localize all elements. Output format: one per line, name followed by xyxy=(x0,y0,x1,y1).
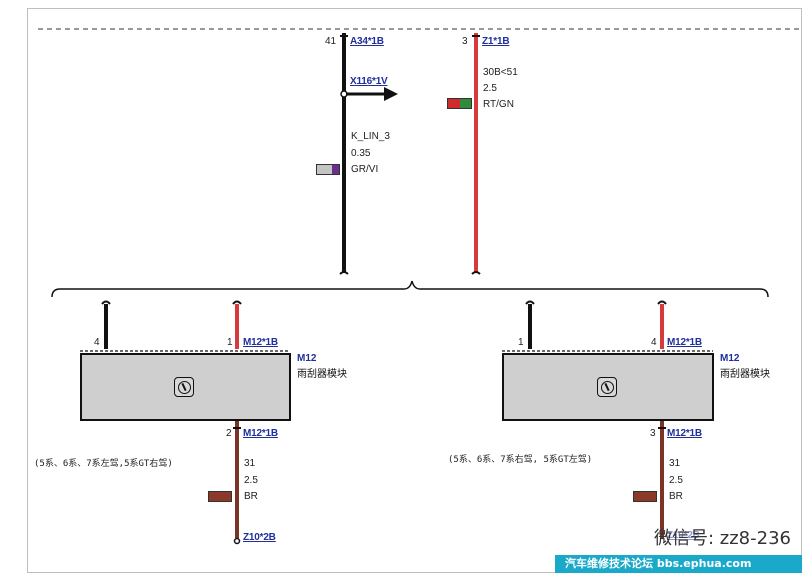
variant-note: (5系、6系、7系左驾,5系GT右驾) xyxy=(34,459,173,469)
wire-color: GR/VI xyxy=(351,164,379,175)
pin-number: 4 xyxy=(94,337,100,348)
diagram-frame xyxy=(27,8,802,573)
pin-number: 1 xyxy=(518,337,524,348)
wire-color: BR xyxy=(669,491,683,502)
connector-a34[interactable]: A34*1B xyxy=(350,36,384,47)
module-id: M12 xyxy=(297,353,317,364)
connector-m12[interactable]: M12*1B xyxy=(243,428,278,439)
wiper-icon xyxy=(174,377,194,397)
module-name: 雨刮器模块 xyxy=(297,369,347,380)
wire-color: BR xyxy=(244,491,258,502)
wire-size: 2.5 xyxy=(483,83,497,94)
connector-z10[interactable]: Z10*2B xyxy=(667,530,700,541)
forum-banner: 汽车维修技术论坛 bbs.ephua.com xyxy=(555,555,802,573)
wire-size: 2.5 xyxy=(244,475,258,486)
branch-arrow-icon xyxy=(384,87,398,101)
connector-z1[interactable]: Z1*1B xyxy=(482,36,510,47)
wechat-watermark: 微信号: zz8-236 xyxy=(654,528,791,549)
pin-number: 2 xyxy=(226,428,232,439)
module-id: M12 xyxy=(720,353,740,364)
wire-size: 2.5 xyxy=(669,475,683,486)
pin-number: 1 xyxy=(227,337,233,348)
brace xyxy=(51,280,769,298)
wire-color-swatch xyxy=(633,491,657,502)
wire-signal: 31 xyxy=(669,458,681,469)
connector-m12[interactable]: M12*1B xyxy=(243,337,278,348)
variant-note: (5系、6系、7系右驾, 5系GT左驾) xyxy=(448,455,593,465)
wire-color: RT/GN xyxy=(483,99,514,110)
module-name: 雨刮器模块 xyxy=(720,369,770,380)
connector-m12[interactable]: M12*1B xyxy=(667,337,702,348)
wire-signal: 31 xyxy=(244,458,256,469)
connector-m12[interactable]: M12*1B xyxy=(667,428,702,439)
wire-signal: 30B<51 xyxy=(483,67,518,78)
connector-x116[interactable]: X116*1V xyxy=(350,76,388,87)
wire-signal: K_LIN_3 xyxy=(351,131,390,142)
pin-number: 4 xyxy=(651,337,657,348)
connector-z10[interactable]: Z10*2B xyxy=(243,532,276,543)
wire-end-curl xyxy=(471,271,481,275)
wire-end-curl xyxy=(339,271,349,275)
wiper-icon xyxy=(597,377,617,397)
pin-number: 3 xyxy=(650,428,656,439)
pin-number: 41 xyxy=(325,36,337,47)
pin-number: 3 xyxy=(462,36,468,47)
wire-color-swatch xyxy=(316,164,340,175)
wire-size: 0.35 xyxy=(351,148,371,159)
wire-color-swatch xyxy=(208,491,232,502)
wire-color-swatch xyxy=(447,98,472,109)
